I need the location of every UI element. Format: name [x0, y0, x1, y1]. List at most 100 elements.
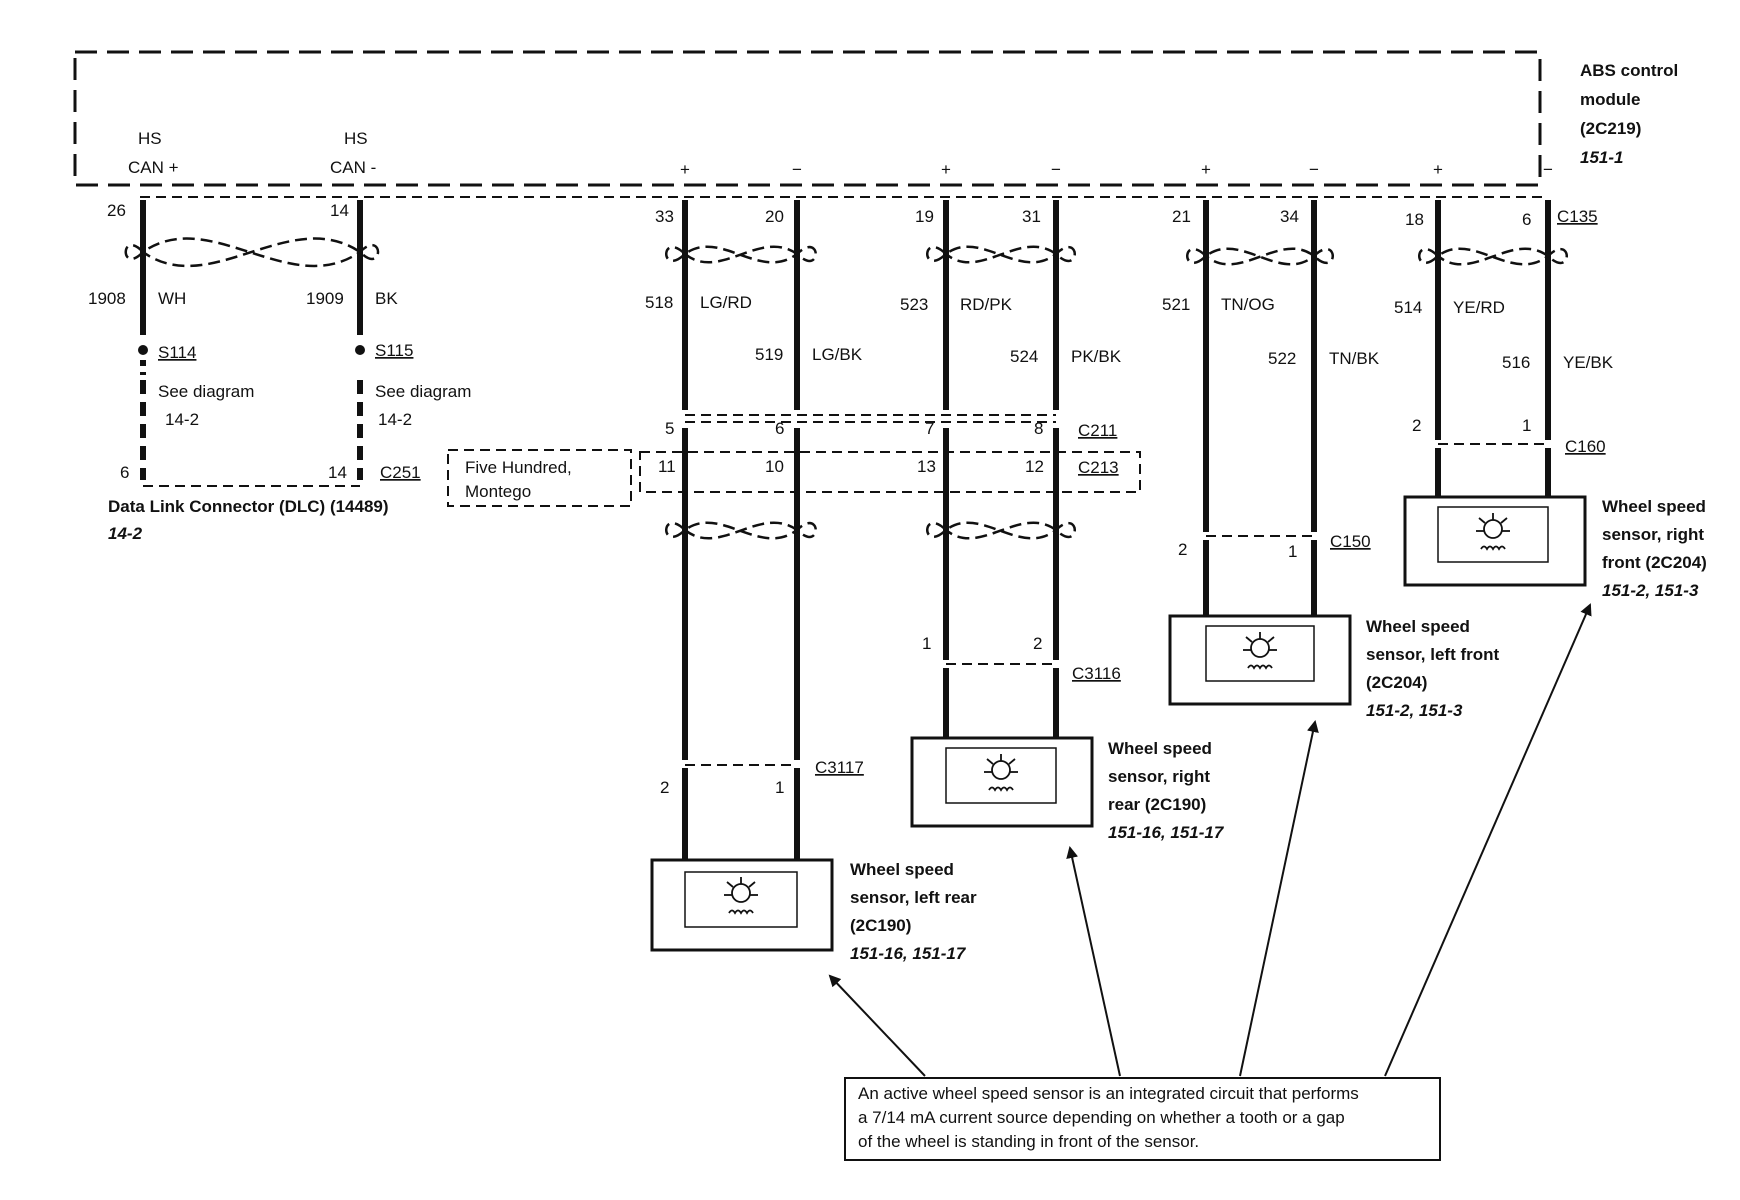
p2-col-a: RD/PK — [960, 295, 1013, 314]
p1-c211-a: 5 — [665, 419, 674, 438]
note-box — [844, 1077, 1441, 1161]
module-name-2: module — [1580, 90, 1640, 109]
s1-line3: (2C190) — [850, 916, 911, 935]
pol-plus-3: + — [1201, 160, 1211, 179]
pin-26: 26 — [107, 201, 126, 220]
p3-col-b: TN/BK — [1329, 349, 1380, 368]
variant-box — [447, 449, 632, 507]
pol-minus-1: − — [792, 160, 802, 179]
p1-circ-b: 519 — [755, 345, 783, 364]
p1-col-a: LG/RD — [700, 293, 752, 312]
note-line-3: of the wheel is standing in front of the… — [858, 1132, 1199, 1151]
splice-s115: S115 — [375, 341, 413, 360]
p1-end-a: 2 — [660, 778, 669, 797]
module-name-1: ABS control — [1580, 61, 1678, 80]
p2-pin-a: 19 — [915, 207, 934, 226]
s2-line3: rear (2C190) — [1108, 795, 1206, 814]
abs-module-box — [73, 50, 1542, 187]
s4-line1: Wheel speed — [1602, 497, 1706, 516]
p4-end-b: 1 — [1522, 416, 1531, 435]
pol-minus-4: − — [1543, 160, 1553, 179]
s3-line3: (2C204) — [1366, 673, 1427, 692]
p2-c211-a: 7 — [925, 419, 934, 438]
p3-pin-b: 34 — [1280, 207, 1299, 226]
s2-ref: 151-16, 151-17 — [1108, 823, 1225, 842]
p2-end-a: 1 — [922, 634, 931, 653]
variant-2: Montego — [465, 482, 531, 501]
p2-c211-b: 8 — [1034, 419, 1043, 438]
sensor-right-rear-box — [910, 736, 1094, 828]
p1-c211-b: 6 — [775, 419, 784, 438]
s3-ref: 151-2, 151-3 — [1366, 701, 1463, 720]
circ-1908: 1908 — [88, 289, 126, 308]
c3117-label: C3117 — [815, 758, 864, 777]
p3-circ-b: 522 — [1268, 349, 1296, 368]
p2-end-b: 2 — [1033, 634, 1042, 653]
s1-line2: sensor, left rear — [850, 888, 977, 907]
p4-circ-a: 514 — [1394, 298, 1422, 317]
hs-plus-2: CAN + — [128, 158, 179, 177]
col-bk: BK — [375, 289, 398, 308]
dlc-ref: 14-2 — [108, 524, 143, 543]
see-plus: See diagram — [158, 382, 254, 401]
dlc-pin-6: 6 — [120, 463, 129, 482]
s4-line2: sensor, right — [1602, 525, 1704, 544]
p1-circ-a: 518 — [645, 293, 673, 312]
s1-line1: Wheel speed — [850, 860, 954, 879]
hs-plus-1: HS — [138, 129, 162, 148]
p2-circ-a: 523 — [900, 295, 928, 314]
p1-c213-a: 11 — [658, 457, 676, 476]
circ-1909: 1909 — [306, 289, 344, 308]
p1-c213-b: 10 — [765, 457, 784, 476]
note-line-1: An active wheel speed sensor is an integ… — [858, 1084, 1359, 1103]
pol-minus-3: − — [1309, 160, 1319, 179]
p3-end-a: 2 — [1178, 540, 1187, 559]
s3-line1: Wheel speed — [1366, 617, 1470, 636]
c3116-label: C3116 — [1072, 664, 1121, 683]
pin-14: 14 — [330, 201, 349, 220]
pol-minus-2: − — [1051, 160, 1061, 179]
p2-c213-a: 13 — [917, 457, 936, 476]
splice-s114: S114 — [158, 343, 196, 362]
c211-label: C211 — [1078, 421, 1117, 440]
s4-ref: 151-2, 151-3 — [1602, 581, 1699, 600]
s1-ref: 151-16, 151-17 — [850, 944, 967, 963]
p2-c213-b: 12 — [1025, 457, 1044, 476]
s2-line1: Wheel speed — [1108, 739, 1212, 758]
p1-end-b: 1 — [775, 778, 784, 797]
p2-circ-b: 524 — [1010, 347, 1038, 366]
c213-label: C213 — [1078, 458, 1119, 477]
col-wh: WH — [158, 289, 186, 308]
sensor-right-front-box — [1403, 495, 1587, 587]
p4-pin-a: 18 — [1405, 210, 1424, 229]
dlc-pin-14: 14 — [328, 463, 347, 482]
p2-col-b: PK/BK — [1071, 347, 1122, 366]
c135-label: C135 — [1557, 207, 1598, 226]
p4-pin-b: 6 — [1522, 210, 1531, 229]
hs-minus-1: HS — [344, 129, 368, 148]
s2-line2: sensor, right — [1108, 767, 1210, 786]
s3-line2: sensor, left front — [1366, 645, 1500, 664]
c150-label: C150 — [1330, 532, 1371, 551]
p4-col-a: YE/RD — [1453, 298, 1505, 317]
p4-end-a: 2 — [1412, 416, 1421, 435]
sensor-left-front-box — [1168, 614, 1352, 706]
module-ref: 151-1 — [1580, 148, 1623, 167]
pol-plus-1: + — [680, 160, 690, 179]
p3-end-b: 1 — [1288, 542, 1297, 561]
module-name-3: (2C219) — [1580, 119, 1641, 138]
p3-circ-a: 521 — [1162, 295, 1190, 314]
c251-label: C251 — [380, 463, 421, 482]
p4-col-b: YE/BK — [1563, 353, 1614, 372]
s4-line3: front (2C204) — [1602, 553, 1707, 572]
see-plus-ref: 14-2 — [165, 410, 199, 429]
p1-pin-a: 33 — [655, 207, 674, 226]
dlc-name: Data Link Connector (DLC) (14489) — [108, 497, 389, 516]
c160-label: C160 — [1565, 437, 1606, 456]
p4-circ-b: 516 — [1502, 353, 1530, 372]
p3-col-a: TN/OG — [1221, 295, 1275, 314]
p2-pin-b: 31 — [1022, 207, 1041, 226]
sensor-left-rear-box — [650, 858, 834, 952]
see-minus-ref: 14-2 — [378, 410, 412, 429]
